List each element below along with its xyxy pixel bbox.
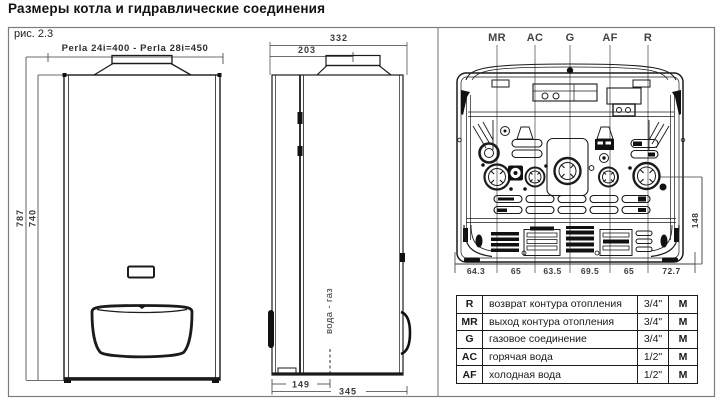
connection-label-g: G	[566, 32, 575, 44]
spacing-dim-5: 65	[624, 266, 634, 276]
table-row: R возврат контура отопления 3/4" M	[456, 295, 698, 314]
side-axis-label: вода - газ	[324, 288, 335, 334]
side-flue-offset-dim: 203	[298, 45, 316, 55]
spacing-dim-1: 64.3	[467, 266, 485, 276]
spacing-dim-2: 65	[511, 266, 521, 276]
side-depth-dim: 332	[330, 33, 348, 43]
connection-size: 1/2"	[637, 365, 669, 384]
connection-label-af: AF	[602, 32, 617, 44]
spacing-dim-4: 69.5	[581, 266, 599, 276]
front-body-height-dim: 740	[28, 209, 38, 227]
connection-label-mr: MR	[488, 32, 506, 44]
side-view: 332 203 вода - газ	[268, 33, 412, 397]
connection-g	[546, 137, 595, 197]
height-dim-text: 148	[690, 213, 700, 228]
figure-number-label: рис. 2.3	[14, 28, 53, 40]
connection-thread: M	[668, 295, 698, 314]
connection-thread: M	[668, 312, 698, 332]
table-row: AC горячая вода 1/2" M	[456, 347, 698, 367]
side-casing	[271, 74, 404, 376]
table-row: AF холодная вода 1/2" M	[456, 365, 698, 384]
connection-label-ac: AC	[527, 32, 544, 44]
table-row: G газовое соединение 3/4" M	[456, 330, 698, 349]
connection-code: AC	[456, 347, 483, 367]
page-title: Размеры котла и гидравлические соединени…	[8, 1, 326, 16]
connection-description: возврат контура отопления	[482, 295, 638, 314]
connection-size: 1/2"	[637, 347, 669, 367]
connection-description: выход контура отопления	[482, 312, 638, 332]
side-connection-offset-dim: 149	[292, 380, 310, 390]
bottom-view: MR AC G AF R	[454, 32, 703, 276]
connection-code: MR	[456, 312, 483, 332]
spacing-dim-3: 63.5	[543, 266, 561, 276]
connection-thread: M	[668, 365, 698, 384]
connection-mr	[478, 142, 513, 191]
connection-size: 3/4"	[637, 295, 669, 314]
connection-code: G	[456, 330, 483, 349]
connection-code: AF	[456, 365, 483, 384]
connection-description: холодная вода	[482, 365, 638, 384]
connection-size: 3/4"	[637, 330, 669, 349]
connection-code: R	[456, 295, 483, 314]
connections-table: R возврат контура отопления 3/4" M MR вы…	[456, 295, 698, 384]
spacing-dimension-row: 64.3 65 63.5 69.5 65 72.7	[454, 252, 696, 276]
front-total-height-dim: 787	[15, 209, 25, 227]
connection-ac	[508, 164, 548, 191]
bottom-casing	[456, 63, 686, 263]
front-display-window	[127, 265, 155, 279]
front-view: Perla 24i=400 - Perla 28i=450 787 740	[15, 43, 224, 383]
front-width-dim-label: Perla 24i=400 - Perla 28i=450	[62, 43, 209, 54]
height-148-dimension: 148	[660, 176, 703, 265]
spacing-dim-6: 72.7	[662, 266, 680, 276]
connection-description: газовое соединение	[482, 330, 638, 349]
vent-slots	[493, 138, 659, 215]
connection-r	[628, 161, 667, 191]
front-casing	[63, 74, 221, 381]
connection-thread: M	[668, 330, 698, 349]
connection-size: 3/4"	[637, 312, 669, 332]
front-bottom-panel	[90, 304, 194, 359]
connection-thread: M	[668, 347, 698, 367]
connection-description: горячая вода	[482, 347, 638, 367]
table-row: MR выход контура отопления 3/4" M	[456, 312, 698, 332]
connection-label-r: R	[644, 32, 652, 44]
figure-frame	[7, 26, 716, 398]
bottom-tray	[463, 218, 680, 263]
side-total-depth-dim: 345	[339, 387, 357, 397]
connection-af	[595, 139, 619, 188]
